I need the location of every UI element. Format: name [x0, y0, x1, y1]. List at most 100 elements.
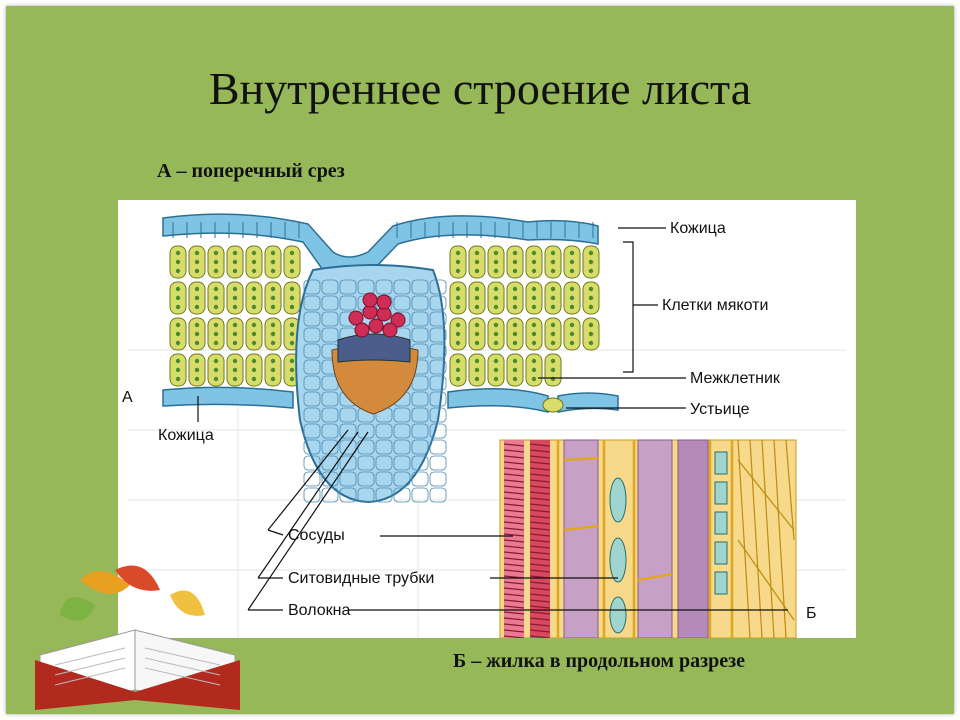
chloroplast	[232, 340, 238, 346]
vessel-ring	[503, 521, 525, 525]
chloroplast	[213, 286, 219, 292]
vessel-ring	[503, 455, 525, 459]
vessel-ring	[529, 509, 551, 513]
chloroplast	[270, 322, 276, 328]
vessels-longitudinal	[503, 440, 551, 638]
chloroplast	[270, 295, 276, 301]
vein-cell	[375, 279, 393, 295]
vessel-ring	[503, 503, 525, 507]
vessel-ring	[529, 635, 551, 638]
vessel-ring	[529, 491, 551, 495]
vessel-ring	[529, 581, 551, 585]
vessel-ring	[529, 449, 551, 453]
vessel-ring	[503, 527, 525, 531]
vein-cell	[339, 279, 357, 295]
chloroplast	[531, 358, 537, 364]
vessel-cell	[348, 310, 364, 326]
chloroplast	[455, 340, 461, 346]
vein-cell	[393, 279, 411, 295]
vessel-ring	[529, 533, 551, 537]
chloroplast	[493, 367, 499, 373]
chloroplast	[175, 304, 181, 310]
chloroplast	[455, 286, 461, 292]
vessel-ring	[503, 545, 525, 549]
vein-cell	[411, 391, 429, 407]
chloroplast	[531, 304, 537, 310]
chloroplast	[569, 259, 575, 265]
chloroplast	[455, 367, 461, 373]
chloroplast	[512, 367, 518, 373]
caption-cross-section: А – поперечный срез	[157, 160, 345, 182]
chloroplast	[232, 376, 238, 382]
chloroplast	[194, 259, 200, 265]
vessel-ring	[529, 551, 551, 555]
chloroplast	[512, 376, 518, 382]
vessel-cell	[362, 292, 378, 308]
chloroplast	[175, 367, 181, 373]
chloroplast	[512, 268, 518, 274]
chloroplast	[512, 295, 518, 301]
sieve-tubes-longitudinal	[563, 439, 709, 638]
chloroplast	[588, 331, 594, 337]
vein-cell	[429, 487, 447, 503]
chloroplast	[270, 259, 276, 265]
chloroplast	[289, 304, 295, 310]
chloroplast	[512, 250, 518, 256]
vessel-ring	[529, 473, 551, 477]
vein-cell	[429, 343, 447, 359]
vein-cell	[303, 407, 321, 423]
chloroplast	[251, 376, 257, 382]
chloroplast	[493, 295, 499, 301]
vein-cell	[429, 327, 447, 343]
vein-cell	[393, 295, 411, 311]
chloroplast	[493, 376, 499, 382]
vein-cross-section	[295, 264, 447, 504]
vein-cell	[339, 471, 357, 487]
chloroplast	[588, 259, 594, 265]
chloroplast	[493, 286, 499, 292]
vein-cell	[321, 423, 339, 439]
vessel-ring	[529, 527, 551, 531]
vessel-ring	[503, 569, 525, 573]
vessel-ring	[529, 485, 551, 489]
vessel-ring	[529, 545, 551, 549]
vein-cell	[429, 359, 447, 375]
label-letter-a: А	[122, 389, 133, 406]
chloroplast	[455, 331, 461, 337]
vessel-ring	[529, 605, 551, 609]
chloroplast	[569, 250, 575, 256]
vein-cell	[321, 327, 339, 343]
leaf-diagram-svg: Кожица Клетки мякоти Межклетник Устьице …	[122, 213, 846, 638]
chloroplast	[270, 250, 276, 256]
chloroplast	[251, 268, 257, 274]
label-stoma: Устьице	[690, 401, 750, 418]
vein-cell	[357, 455, 375, 471]
chloroplast	[175, 331, 181, 337]
vein-cell	[375, 487, 393, 503]
chloroplast	[194, 358, 200, 364]
vessel-ring	[529, 467, 551, 471]
chloroplast	[531, 376, 537, 382]
chloroplast	[531, 250, 537, 256]
vein-cell	[411, 487, 429, 503]
vessel-ring	[503, 593, 525, 597]
vessel-ring	[529, 521, 551, 525]
vein-cell	[411, 439, 429, 455]
chloroplast	[531, 367, 537, 373]
chloroplast	[289, 322, 295, 328]
vein-cell	[303, 487, 321, 503]
vein-cell	[321, 439, 339, 455]
vessel-ring	[529, 539, 551, 543]
fibers-longitudinal	[737, 439, 795, 638]
chloroplast	[569, 331, 575, 337]
vein-cell	[303, 455, 321, 471]
chloroplast	[550, 295, 556, 301]
vein-cell	[321, 391, 339, 407]
chloroplast	[493, 259, 499, 265]
chloroplast	[474, 295, 480, 301]
vessel-ring	[503, 467, 525, 471]
label-pulp-cells: Клетки мякоти	[662, 297, 768, 314]
label-sieve-tubes: Ситовидные трубки	[288, 570, 434, 587]
chloroplast	[251, 259, 257, 265]
vein-cell	[339, 439, 357, 455]
